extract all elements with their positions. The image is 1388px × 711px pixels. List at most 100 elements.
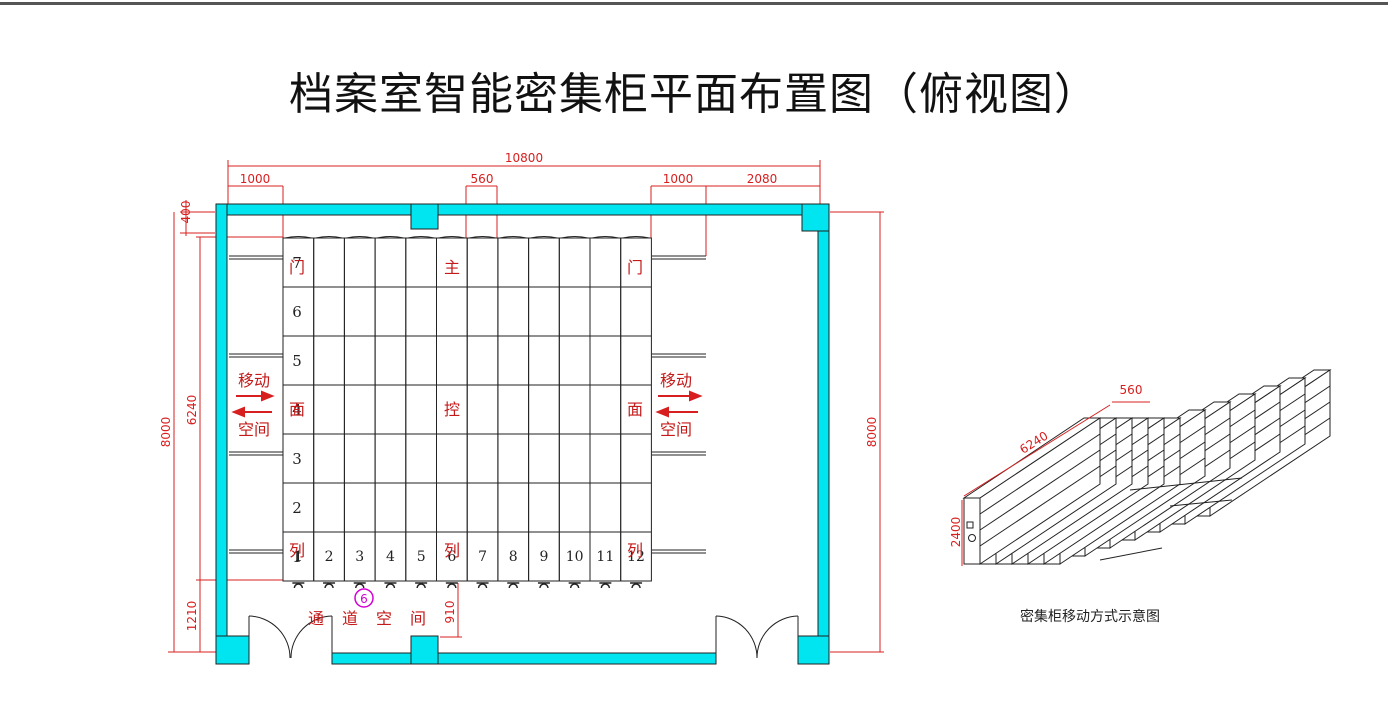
doors [248, 615, 799, 659]
dimension-lines [168, 160, 884, 653]
column-label: 11 [596, 549, 614, 565]
cabinet-handle [508, 583, 518, 589]
cabinet-top-cap [376, 236, 404, 239]
row-label: 7 [292, 254, 302, 272]
overlay-labels: 门 主 门 面 控 面 列 列 列 [289, 258, 643, 560]
top-border-line [0, 2, 1388, 5]
move-space-right-top: 移动 [660, 371, 692, 390]
row-label: 6 [292, 303, 302, 321]
cabinet-grid [282, 236, 652, 582]
row-label: 2 [292, 499, 302, 517]
label-zhu: 主 [444, 258, 460, 277]
arrow-right-icon [261, 390, 275, 402]
row-label: 5 [292, 352, 302, 370]
cabinet-column [313, 237, 345, 582]
pillar-top [410, 203, 439, 230]
cabinet-handle [631, 583, 641, 589]
pillar-bottom-right [797, 635, 830, 665]
iso-cabinet-front [963, 497, 981, 565]
cabinet-top-cap [561, 236, 589, 239]
cabinet-handle [416, 583, 426, 589]
label-lie-mid: 列 [444, 541, 460, 560]
iso-cabinet-panel [966, 521, 974, 529]
iso-shelf-line [979, 465, 1101, 547]
move-space-labels: 移动 空间 移动 空间 [238, 371, 692, 439]
dim-passage-gap: 910 [443, 601, 457, 624]
cabinet-column [589, 237, 622, 582]
cabinet-column [497, 237, 530, 582]
door-right-a [715, 615, 758, 659]
cabinet-top-cap [591, 236, 619, 239]
cabinet-handle [477, 583, 488, 589]
dim-bottom-passage: 1210 [185, 601, 199, 632]
row-label: 4 [292, 401, 302, 419]
cabinet-handle [447, 583, 457, 589]
page-title: 档案室智能密集柜平面布置图（俯视图） [289, 69, 1099, 120]
label-men-right: 门 [627, 258, 643, 277]
label-lie-left: 列 [289, 541, 305, 560]
pillar-bottom [410, 635, 439, 665]
column-label: 3 [355, 549, 364, 565]
column-label: 2 [325, 549, 334, 565]
column-label: 8 [509, 549, 518, 565]
move-space-right-bottom: 空间 [660, 420, 692, 439]
arrow-right-icon [689, 390, 703, 402]
cabinet-column [528, 237, 560, 582]
handle-badge-number: 6 [360, 592, 368, 606]
dim-right-extra: 2080 [747, 172, 778, 186]
cabinet-column [405, 237, 437, 582]
cabinet-handle [355, 583, 365, 589]
door-left-b [290, 615, 333, 659]
pillar-bottom-left [215, 635, 250, 665]
dim-right-space: 1000 [663, 172, 694, 186]
door-left-a [248, 615, 291, 659]
cabinet-top-cap [284, 236, 312, 239]
move-space-left-top: 移动 [238, 371, 270, 390]
cabinet-handle [539, 583, 549, 589]
column-label: 10 [566, 549, 584, 565]
passage-char: 间 [410, 609, 426, 628]
cabinet-handles [292, 582, 643, 589]
iso-caption: 密集柜移动方式示意图 [1020, 609, 1160, 625]
passage-char: 通 [308, 609, 324, 628]
column-label: 5 [417, 549, 426, 565]
cabinet-handle [324, 583, 334, 589]
label-kong: 控 [444, 400, 460, 419]
passage-char: 空 [376, 609, 392, 628]
cabinet-top-cap [346, 236, 374, 239]
cabinet-top-cap [315, 236, 343, 239]
dim-cabinet-length: 6240 [185, 395, 199, 426]
column-label: 1 [294, 549, 303, 565]
column-label: 4 [386, 549, 395, 565]
cabinet-handle [600, 583, 611, 589]
floor-rails [229, 255, 706, 554]
dim-overall-width: 10800 [505, 151, 543, 165]
cabinet-column [343, 237, 376, 582]
cabinet-top-cap [407, 236, 435, 239]
pillar-top-right [801, 203, 830, 232]
dimension-labels: 10800 1000 560 1000 2080 400 8000 6240 1… [159, 151, 879, 631]
cabinet-top-cap [438, 236, 466, 239]
iso-height-label: 2400 [949, 517, 963, 548]
cabinet-handle [569, 583, 580, 589]
iso-shelf-line [979, 433, 1101, 515]
cabinet-column [374, 237, 407, 582]
room-walls [215, 203, 830, 665]
iso-cabinet-wheel [968, 534, 976, 542]
cabinet-top-cap [622, 236, 650, 239]
label-mian-right: 面 [627, 400, 643, 419]
arrow-left-icon [231, 406, 245, 418]
move-space-left-bottom: 空间 [238, 420, 270, 439]
isometric-cabinet-illustration [962, 369, 1332, 565]
cabinet-handle [293, 583, 304, 589]
label-mian-left: 面 [289, 400, 305, 419]
column-label: 6 [447, 549, 456, 565]
cabinet-top-cap [469, 236, 497, 239]
cabinet-column [558, 237, 591, 582]
cabinet-column [466, 237, 499, 582]
arrow-left-icon [655, 406, 669, 418]
dim-room-depth-right: 8000 [865, 417, 879, 448]
control-handle-badge: 6 [354, 588, 374, 608]
